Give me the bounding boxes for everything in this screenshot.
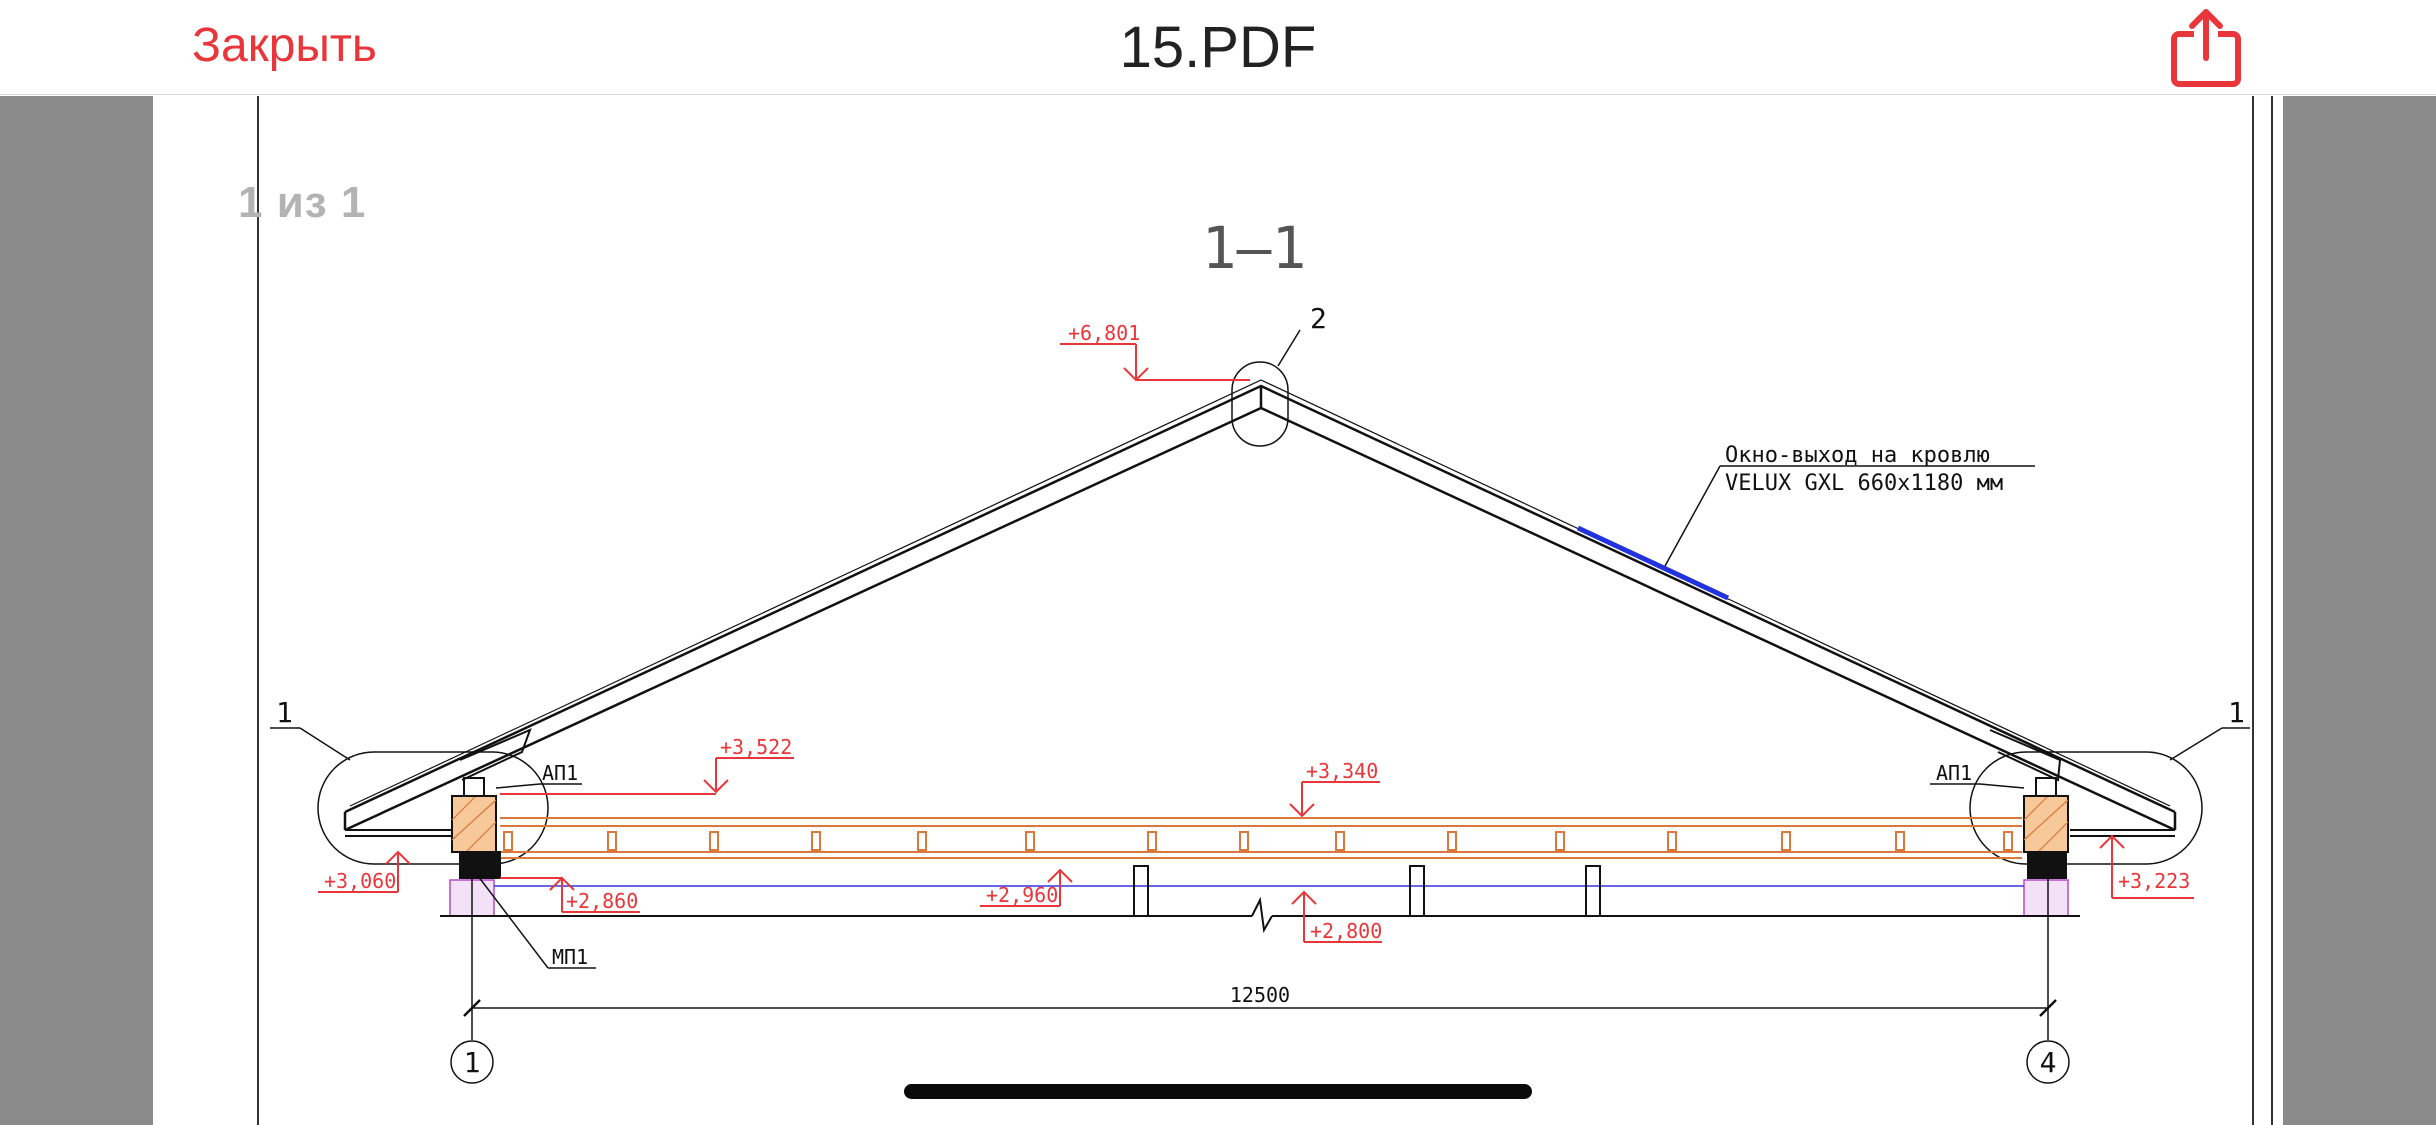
level-3060: +3,060: [324, 869, 396, 893]
axis-right: 4: [2040, 1046, 2057, 1079]
joist-blocks: [503, 831, 2013, 851]
dimension-line: [463, 870, 2057, 1040]
roof-section-drawing: 1–1: [257, 96, 2273, 1125]
ridge-level: +6,801: [1068, 321, 1140, 345]
eave-callout-right-number: 1: [2228, 696, 2245, 729]
ridge-callout: [1231, 329, 1301, 447]
document-title: 15.PDF: [1119, 15, 1317, 80]
window-note-line2: VELUX GXL 660x1180 мм: [1725, 471, 2003, 496]
eave-callout-left-number: 1: [276, 696, 293, 729]
home-indicator[interactable]: [904, 1084, 1532, 1099]
ceiling-joists: [500, 817, 2022, 859]
pdf-page: 1–1: [153, 96, 2283, 1125]
level-2960: +2,960: [986, 883, 1058, 907]
roof-outline: [343, 379, 2177, 832]
eave-boards: [345, 728, 2175, 837]
eave-callout-left: [270, 727, 549, 865]
label-leaders: [477, 783, 2025, 969]
close-button[interactable]: Закрыть: [192, 19, 377, 72]
axis-left: 1: [464, 1046, 481, 1079]
share-button[interactable]: [2166, 6, 2250, 90]
share-icon: [2171, 9, 2241, 87]
dimension-value: 12500: [1230, 983, 1290, 1007]
wall-plates: [451, 795, 2069, 853]
level-2800: +2,800: [1310, 919, 1382, 943]
ridge-level-mark: [1060, 343, 1250, 382]
eave-callout-right: [1969, 727, 2250, 865]
label-ap1-left: АП1: [542, 761, 578, 785]
axis-bubbles: [450, 1040, 2070, 1084]
page-frame: [257, 96, 2273, 1125]
window-leader: [1664, 465, 2035, 567]
level-marks: [318, 757, 2194, 943]
pdf-viewer[interactable]: 1–1: [0, 96, 2436, 1125]
level-2860: +2,860: [566, 889, 638, 913]
label-mp1: МП1: [552, 945, 588, 969]
level-3340: +3,340: [1306, 759, 1378, 783]
page-indicator: 1 из 1: [238, 178, 367, 227]
label-ap1-right: АП1: [1936, 761, 1972, 785]
interior-posts: [1133, 865, 1601, 917]
skylight-window: [1576, 525, 1730, 601]
floor-lines: [440, 896, 2080, 934]
level-3223: +3,223: [2118, 869, 2190, 893]
level-3522: +3,522: [720, 735, 792, 759]
top-bar: Закрыть 15.PDF: [0, 0, 2436, 95]
ridge-callout-number: 2: [1310, 302, 1327, 335]
section-title: 1–1: [1202, 214, 1307, 282]
window-note-line1: Окно-выход на кровлю: [1725, 443, 1990, 468]
